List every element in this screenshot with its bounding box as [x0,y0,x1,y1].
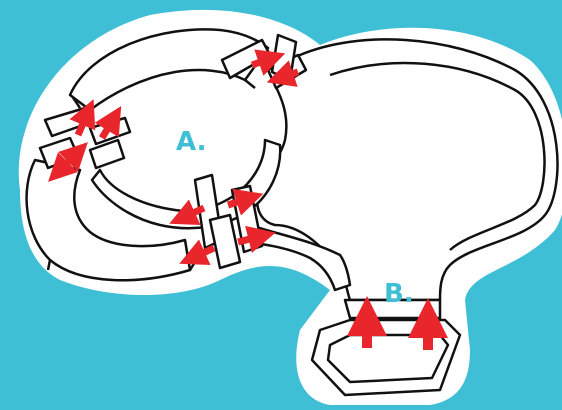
label-b: B. [384,279,414,309]
label-a: A. [176,127,206,157]
